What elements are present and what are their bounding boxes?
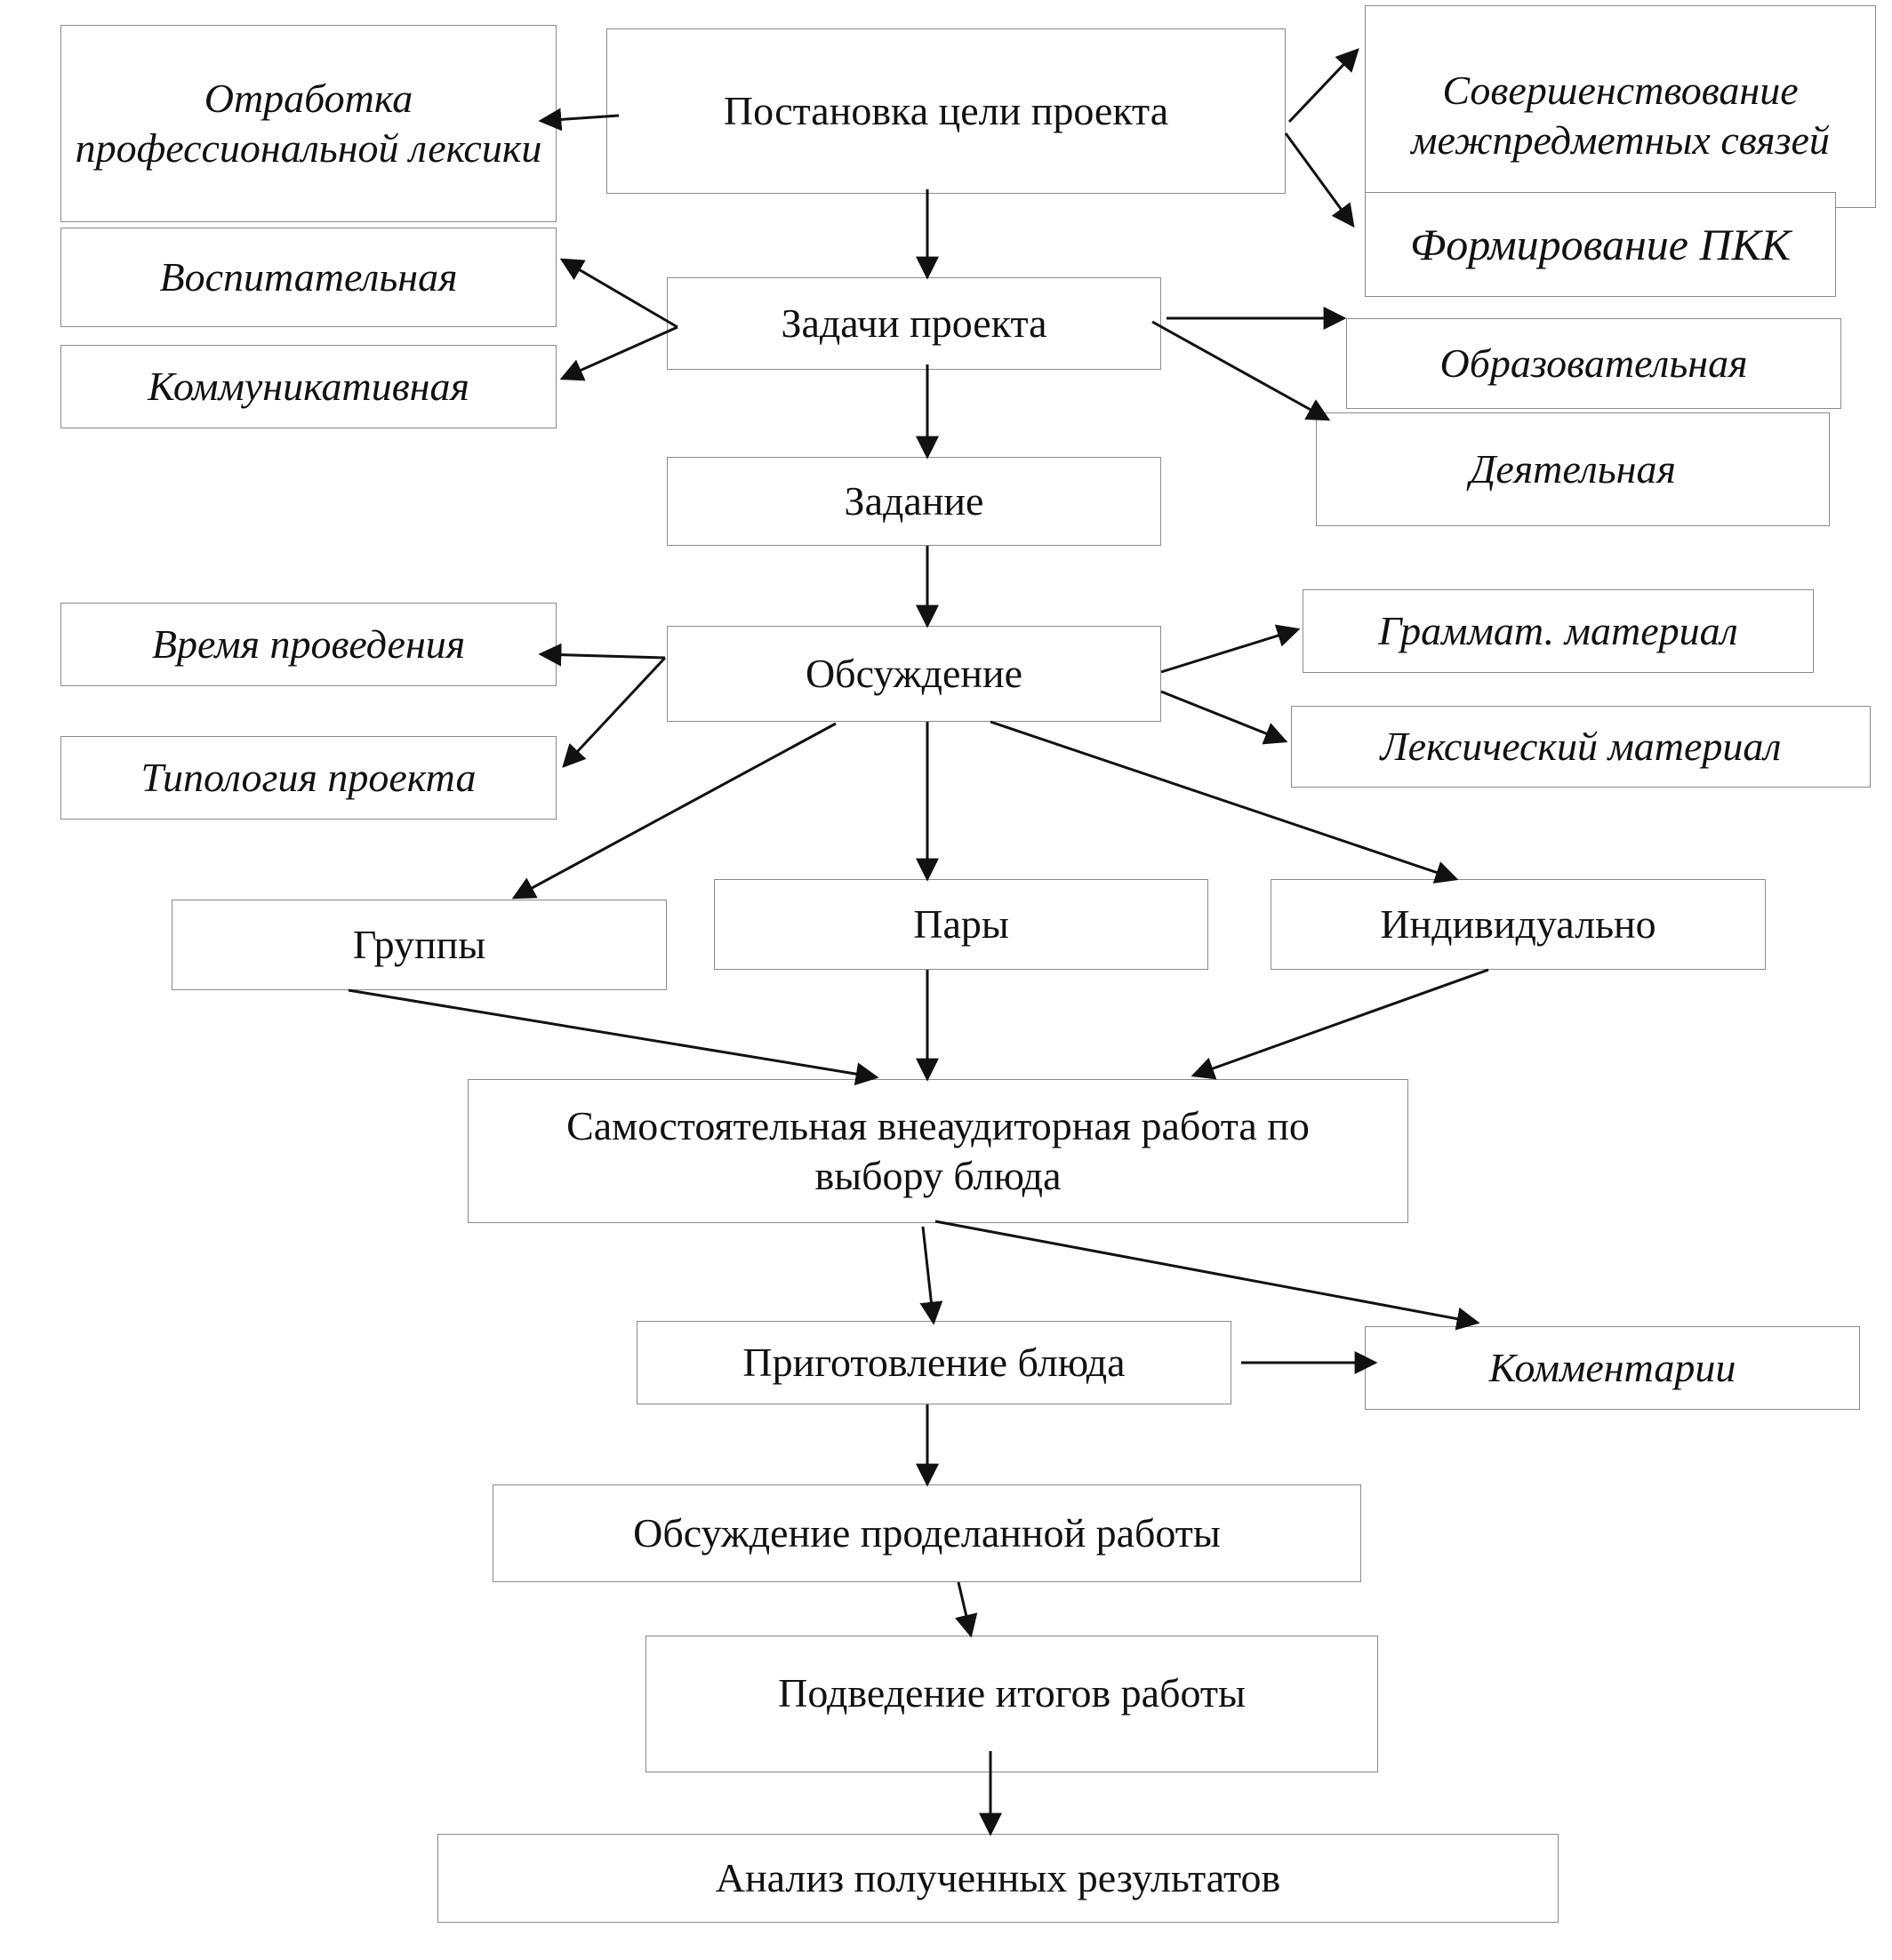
node-typology: Типология проекта — [60, 736, 557, 820]
arrow-tasks-activity — [1151, 320, 1331, 421]
node-goal: Постановка цели проекта — [606, 28, 1286, 194]
node-individual: Индивидуально — [1271, 879, 1766, 970]
arrow-work-discussion-summary — [955, 1581, 978, 1638]
arrow-goal-pkk — [1284, 132, 1355, 228]
node-tasks: Задачи проекта — [667, 277, 1161, 370]
node-interdisciplinary: Совершенствование межпредметных связей — [1365, 5, 1876, 208]
arrow-tasks-communicative — [559, 325, 678, 381]
node-discussion: Обсуждение — [667, 626, 1161, 722]
node-time: Время проведения — [60, 603, 557, 686]
node-independent: Самостоятельная внеаудиторная работа по … — [468, 1079, 1408, 1223]
arrow-tasks-educational — [559, 258, 678, 329]
node-pkk: Формирование ПКК — [1365, 192, 1836, 297]
arrow-discussion-grammar — [1160, 624, 1301, 674]
node-analysis: Анализ полученных результатов — [437, 1834, 1559, 1923]
node-lexical: Лексический материал — [1291, 706, 1871, 788]
arrow-discussion-time — [538, 643, 666, 667]
node-formative: Образовательная — [1346, 318, 1841, 409]
arrow-discussion-individual — [990, 720, 1459, 884]
node-groups: Группы — [172, 900, 667, 990]
node-pairs: Пары — [714, 879, 1208, 970]
arrow-discussion-typology — [562, 656, 667, 768]
node-comments: Комментарии — [1365, 1326, 1860, 1410]
node-lexicon: Отработка профессиональной лексики — [60, 25, 557, 222]
arrow-discussion-groups — [511, 722, 837, 900]
node-grammar: Граммат. материал — [1303, 589, 1814, 673]
arrow-goal-interdisciplinary — [1287, 48, 1359, 124]
node-communicative: Коммуникативная — [60, 345, 557, 428]
node-activity: Деятельная — [1316, 412, 1830, 526]
node-assignment: Задание — [667, 457, 1161, 546]
arrow-groups-independent — [348, 988, 879, 1086]
arrow-discussion-lexical — [1160, 690, 1288, 745]
arrow-goal-lexicon — [538, 108, 620, 132]
arrow-independent-cooking — [919, 1226, 943, 1325]
node-cooking: Приготовление блюда — [637, 1321, 1231, 1404]
arrow-independent-comments — [934, 1220, 1480, 1331]
arrow-individual-independent — [1191, 968, 1489, 1080]
node-educational: Воспитательная — [60, 228, 557, 327]
node-summary: Подведение итогов работы — [645, 1636, 1378, 1772]
node-work-discussion: Обсуждение проделанной работы — [493, 1484, 1361, 1582]
